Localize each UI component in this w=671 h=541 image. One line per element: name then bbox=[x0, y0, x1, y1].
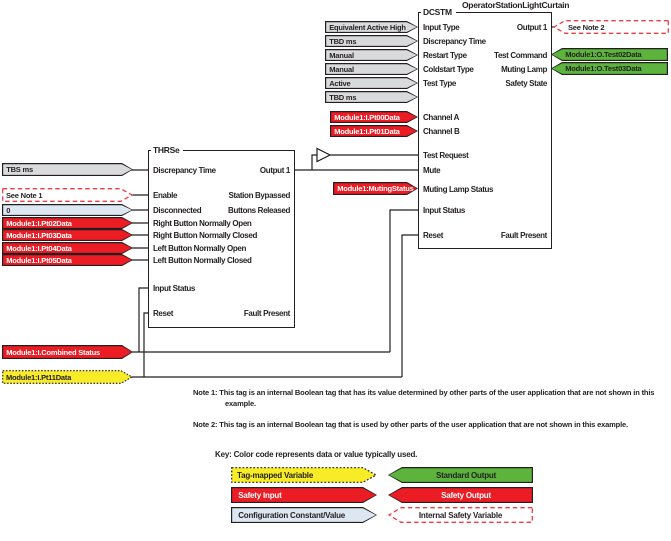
pin-input-type: Input Type bbox=[423, 23, 460, 32]
thrse-block-header: THRSe bbox=[151, 145, 184, 156]
pin-enable: Enable bbox=[153, 191, 178, 200]
pin-disconnected: Disconnected bbox=[153, 206, 202, 215]
dashed-arrow-outline bbox=[553, 20, 669, 34]
tag-test02: Module1:O.Test02Data bbox=[551, 48, 668, 61]
key-tag-mapped-variable: Tag-mapped Variable bbox=[231, 467, 377, 483]
pin-safety-state: Safety State bbox=[505, 79, 547, 88]
pin-station-bypassed: Station Bypassed bbox=[228, 191, 290, 200]
pin-right-button-nc: Right Button Normally Closed bbox=[153, 231, 257, 240]
tag-tbd-ms-2: TBD ms bbox=[325, 91, 418, 103]
dcstm-block: DCSTM Input Type Discrepancy Time Restar… bbox=[418, 7, 552, 249]
note-1-text: Note 1: This tag is an internal Boolean … bbox=[193, 388, 655, 408]
pin-fault-present: Fault Present bbox=[243, 309, 290, 318]
tag-see-note-1: See Note 1 bbox=[2, 188, 133, 202]
tag-pt01: Module1:I.Pt01Data bbox=[330, 125, 418, 137]
key-standard-output: Standard Output bbox=[388, 467, 533, 483]
pin-discrepancy-time: Discrepancy Time bbox=[153, 166, 216, 175]
tag-tbd-ms-1: TBD ms bbox=[325, 35, 418, 47]
pin-output-1: Output 1 bbox=[516, 23, 547, 32]
tag-zero-constant: 0 bbox=[2, 204, 133, 216]
pin-channel-b: Channel B bbox=[423, 127, 460, 136]
dotted-arrow-outline bbox=[231, 467, 377, 483]
buffer-triangle-icon bbox=[316, 147, 332, 163]
pin-left-button-nc: Left Button Normally Closed bbox=[153, 256, 252, 265]
pin-test-type: Test Type bbox=[423, 79, 457, 88]
tag-tbs-ms: TBS ms bbox=[2, 163, 133, 176]
pin-discrepancy-time: Discrepancy Time bbox=[423, 37, 486, 46]
pin-restart-type: Restart Type bbox=[423, 51, 467, 60]
dotted-arrow-outline bbox=[2, 370, 133, 384]
tag-muting-status: Module1:MutingStatus bbox=[333, 182, 418, 195]
pin-reset: Reset bbox=[423, 231, 444, 240]
pin-left-button-no: Left Button Normally Open bbox=[153, 244, 247, 253]
pin-input-status: Input Status bbox=[153, 284, 196, 293]
key-configuration-constant: Configuration Constant/Value bbox=[231, 507, 377, 523]
tag-pt00: Module1:I.Pt00Data bbox=[330, 111, 418, 123]
pin-test-command: Test Command bbox=[494, 51, 547, 60]
pin-reset: Reset bbox=[153, 309, 174, 318]
wire-branch-up bbox=[311, 154, 317, 170]
tag-pt04: Module1:I.Pt04Data bbox=[2, 242, 133, 254]
pin-muting-lamp: Muting Lamp bbox=[501, 65, 547, 74]
tag-pt05: Module1:I.Pt05Data bbox=[2, 254, 133, 266]
tag-pt02: Module1:I.Pt02Data bbox=[2, 217, 133, 229]
pin-coldstart-type: Coldstart Type bbox=[423, 65, 474, 74]
tag-manual-2: Manual bbox=[325, 63, 418, 75]
key-internal-safety-variable: Internal Safety Variable bbox=[388, 507, 533, 523]
pin-buttons-released: Buttons Released bbox=[228, 206, 290, 215]
key-title: Key: Color code represents data or value… bbox=[215, 450, 418, 459]
dcstm-block-header: DCSTM bbox=[421, 7, 456, 18]
pin-muting-lamp-status: Muting Lamp Status bbox=[423, 185, 494, 194]
tag-pt03: Module1:I.Pt03Data bbox=[2, 229, 133, 241]
tag-test03: Module1:O.Test03Data bbox=[551, 62, 668, 75]
tag-equivalent-active-high: Equivalent Active High bbox=[325, 21, 418, 33]
pin-test-request: Test Request bbox=[423, 151, 469, 160]
pin-channel-a: Channel A bbox=[423, 113, 460, 122]
pin-input-status: Input Status bbox=[423, 206, 466, 215]
wire-pt11-to-thrse bbox=[143, 312, 148, 377]
key-safety-input: Safety Input bbox=[231, 487, 377, 503]
dcstm-block-title: OperatorStationLightCurtain bbox=[462, 0, 570, 10]
pin-mute: Mute bbox=[423, 166, 441, 175]
pin-right-button-no: Right Button Normally Open bbox=[153, 219, 252, 228]
tag-manual-1: Manual bbox=[325, 49, 418, 61]
wire-combined-to-thrse bbox=[138, 287, 148, 352]
pin-fault-present: Fault Present bbox=[500, 231, 547, 240]
tag-combined-status: Module1:I.Combined Status bbox=[2, 345, 133, 359]
tag-pt11: Module1:I.Pt11Data bbox=[2, 370, 133, 384]
dashed-arrow-outline bbox=[388, 507, 533, 523]
pin-output-1: Output 1 bbox=[259, 166, 290, 175]
wire-combined-to-dcstm bbox=[389, 209, 418, 352]
note-2-text: Note 2: This tag is an internal Boolean … bbox=[193, 420, 629, 429]
tag-active: Active bbox=[325, 77, 418, 89]
thrse-block: THRSe Discrepancy Time Enable Disconnect… bbox=[148, 145, 295, 328]
wire-pt11-to-dcstm bbox=[401, 234, 418, 377]
key-safety-output: Safety Output bbox=[388, 487, 533, 503]
dashed-arrow-outline bbox=[2, 188, 133, 202]
tag-see-note-2: See Note 2 bbox=[553, 20, 669, 34]
